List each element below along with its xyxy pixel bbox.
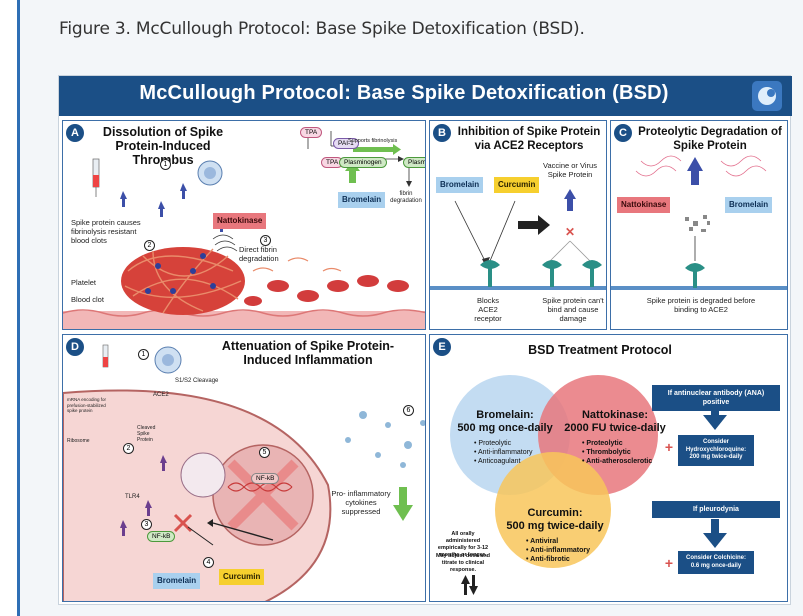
- plus-sign: +: [664, 555, 674, 571]
- figure-image: McCullough Protocol: Base Spike Detoxifi…: [58, 75, 792, 605]
- bromelain-name: Bromelain:: [476, 409, 534, 421]
- step-4: 4: [203, 557, 214, 568]
- figure-title: McCullough Protocol: Base Spike Detoxifi…: [139, 82, 669, 104]
- ace2-illustration: ✕: [430, 189, 606, 290]
- s1s2-label: S1/S2 Cleavage: [175, 378, 219, 384]
- step-1: 1: [160, 159, 171, 170]
- plus-sign: +: [664, 439, 674, 455]
- step-5: 5: [259, 447, 270, 458]
- panel-a: A Dissolution of Spike Protein-Induced T…: [62, 120, 426, 330]
- spike-clot-label: Spike protein causes fibrinolysis resist…: [71, 218, 141, 245]
- step-6: 6: [403, 405, 414, 416]
- curcumin-dose: 500 mg twice-daily: [506, 520, 604, 532]
- curcumin-name: Curcumin:: [527, 507, 583, 519]
- figure-caption: Figure 3. McCullough Protocol: Base Spik…: [59, 19, 585, 39]
- ribosome-label: Ribosome: [67, 438, 90, 444]
- plasminogen-pill: Plasminogen: [339, 157, 387, 168]
- step-3: 3: [260, 235, 271, 246]
- thrombus-illustration: [63, 131, 425, 329]
- property-item: Anti-atherosclerotic: [582, 457, 652, 466]
- ace2-label: ACE2: [153, 392, 169, 398]
- bromelain-properties: Proteolytic Anti-inflammatory Anticoagul…: [474, 439, 532, 466]
- nfkb-nucleus-pill: NF-kB: [251, 473, 280, 484]
- supports-label: Supports fibrinolysis: [348, 138, 398, 144]
- titration-note: May adjust dose and titrate to clinical …: [435, 553, 491, 573]
- tpa-pill: TPA: [300, 127, 323, 138]
- inflammation-illustration: [63, 344, 425, 601]
- panel-badge: E: [433, 338, 451, 356]
- pai1-pill: PAI-1: [333, 138, 359, 149]
- step-2: 2: [144, 240, 155, 251]
- nattokinase-properties: Proteolytic Thrombolytic Anti-atheroscle…: [582, 439, 652, 466]
- blocks-ace2-label: Blocks ACE2 receptor: [474, 296, 502, 323]
- panel-c: C Proteolytic Degradation of Spike Prote…: [610, 120, 788, 330]
- step-2: 2: [123, 443, 134, 454]
- degradation-illustration: ✕: [611, 155, 787, 290]
- mrna-label: mRNA encoding for prefusion-stabilized s…: [67, 397, 107, 413]
- nattokinase-tag: Nattokinase: [213, 213, 267, 229]
- panel-badge: C: [614, 124, 632, 142]
- plasmin-pill: Plasmin: [403, 157, 425, 168]
- bromelain-tag: Bromelain: [338, 192, 386, 208]
- figure-banner: McCullough Protocol: Base Spike Detoxifi…: [59, 76, 792, 116]
- direct-fibrin-label: Direct fibrin degradation: [239, 245, 279, 263]
- fibrin-degradation-label: fibrin degradation: [390, 191, 422, 204]
- property-item: Proteolytic: [582, 439, 652, 448]
- blood-clot-label: Blood clot: [71, 295, 104, 304]
- panel-e: E BSD Treatment Protocol Bromelain: 500 …: [429, 334, 788, 602]
- property-item: Anticoagulant: [474, 457, 532, 466]
- cant-bind-label: Spike protein can't bind and cause damag…: [542, 296, 604, 323]
- panel-badge: A: [66, 124, 84, 142]
- step-3: 3: [141, 519, 152, 530]
- colchicine-box: Consider Colchicine: 0.6 mg once-daily: [678, 551, 754, 574]
- curcumin-tag: Curcumin: [219, 569, 265, 585]
- panel-b: B Inhibition of Spike Protein via ACE2 R…: [429, 120, 607, 330]
- property-item: Antiviral: [526, 537, 590, 546]
- cytokines-label: Pro- inflammatory cytokines suppressed: [331, 489, 391, 516]
- administration-note: All orally administered empirically for …: [437, 531, 489, 558]
- property-item: Proteolytic: [474, 439, 532, 448]
- pleurodynia-condition-box: If pleurodynia: [652, 501, 780, 518]
- nfkb-pill: NF-kB: [147, 531, 176, 542]
- panel-d: D Attenuation of Spike Protein-Induced I…: [62, 334, 426, 602]
- nattokinase-tag: Nattokinase: [617, 197, 671, 213]
- panel-title: Attenuation of Spike Protein-Induced Inf…: [221, 339, 395, 367]
- logo-icon: [752, 81, 782, 111]
- cleaved-label: Cleaved Spike Protein: [137, 425, 156, 443]
- bromelain-tag: Bromelain: [725, 197, 773, 213]
- hydroxychloroquine-box: Consider Hydroxychloroquine: 200 mg twic…: [678, 435, 754, 466]
- svg-text:✕: ✕: [565, 225, 575, 239]
- panel-title: Proteolytic Degradation of Spike Protein: [638, 126, 782, 152]
- degraded-label: Spike protein is degraded before binding…: [646, 296, 756, 314]
- property-item: Anti-inflammatory: [474, 448, 532, 457]
- property-item: Anti-fibrotic: [526, 555, 590, 564]
- panel-title: Inhibition of Spike Protein via ACE2 Rec…: [457, 126, 601, 152]
- curcumin-properties: Antiviral Anti-inflammatory Anti-fibroti…: [526, 537, 590, 564]
- platelet-label: Platelet: [71, 278, 97, 287]
- panel-title: Dissolution of Spike Protein-Induced Thr…: [102, 125, 224, 167]
- panel-badge: D: [66, 338, 84, 356]
- panel-title: BSD Treatment Protocol: [528, 343, 672, 357]
- property-item: Anti-inflammatory: [526, 546, 590, 555]
- bromelain-dose: 500 mg once-daily: [457, 422, 553, 434]
- nattokinase-name: Nattokinase:: [581, 409, 649, 421]
- ana-condition-box: If antinuclear antibody (ANA) positive: [652, 385, 780, 411]
- left-accent-rule: [17, 0, 20, 616]
- bromelain-tag: Bromelain: [436, 177, 484, 193]
- bromelain-tag: Bromelain: [153, 573, 201, 589]
- property-item: Thrombolytic: [582, 448, 652, 457]
- step-1: 1: [138, 349, 149, 360]
- curcumin-tag: Curcumin: [494, 177, 540, 193]
- nattokinase-dose: 2000 FU twice-daily: [564, 422, 666, 434]
- venn-diagram: [450, 375, 727, 595]
- tlr4-label: TLR4: [125, 494, 140, 500]
- panel-badge: B: [433, 124, 451, 142]
- vaccine-label: Vaccine or Virus Spike Protein: [543, 161, 597, 179]
